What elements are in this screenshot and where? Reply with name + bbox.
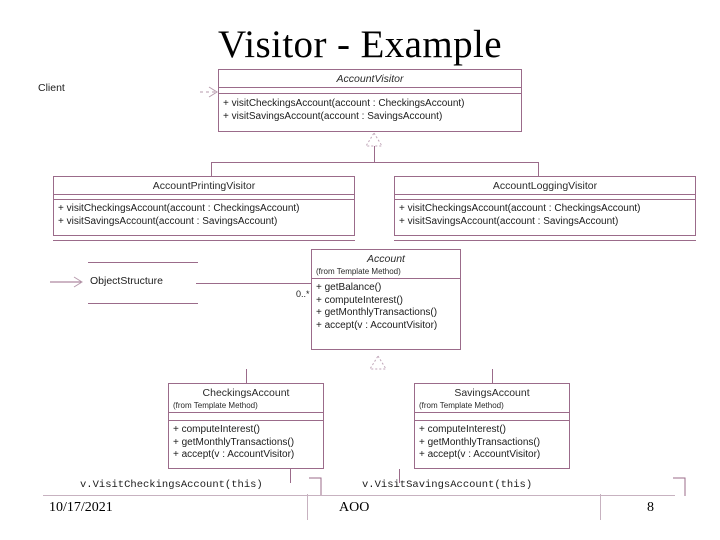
class-separator: [219, 93, 521, 94]
operations-account-logging-visitor: + visitCheckingsAccount(account : Checki…: [395, 200, 695, 230]
footer-date: 10/17/2021: [49, 500, 113, 515]
operation-item: + accept(v : AccountVisitor): [419, 449, 541, 460]
operation-item: + visitCheckingsAccount(account : Checki…: [223, 98, 465, 109]
generalization-drop-printing: [211, 162, 212, 177]
generalization-drop-savings: [492, 369, 493, 385]
operation-item: + getMonthlyTransactions(): [173, 436, 295, 448]
class-separator: [54, 199, 354, 200]
class-box-checkings-account[interactable]: CheckingsAccount (from Template Method) …: [168, 383, 324, 469]
object-structure-rule-bottom: [88, 303, 198, 304]
class-separator: [395, 194, 695, 195]
note-bracket-checkings: [308, 477, 324, 497]
footer-column-divider: [307, 494, 308, 520]
class-name-checkings-account: CheckingsAccount: [202, 387, 290, 399]
class-name-account-logging-visitor: AccountLoggingVisitor: [492, 180, 598, 192]
class-separator: [169, 412, 323, 413]
class-stereotype-account: (from Template Method): [316, 267, 401, 276]
class-stereotype-savings-account: (from Template Method): [419, 401, 504, 410]
note-checkings-dispatch: v.VisitCheckingsAccount(this): [80, 479, 263, 491]
association-objectstructure-account: [196, 283, 316, 284]
object-structure-rule-top: [88, 262, 198, 263]
class-separator: [415, 412, 569, 413]
footer-center-label: AOO: [339, 500, 370, 515]
operation-item: + getMonthlyTransactions(): [316, 307, 438, 318]
object-structure-label: ObjectStructure: [90, 275, 163, 287]
operation-item: + accept(v : AccountVisitor): [173, 449, 295, 460]
class-stereotype-checkings-account: (from Template Method): [173, 401, 258, 410]
operation-item: + visitSavingsAccount(account : SavingsA…: [223, 111, 443, 122]
generalization-stem-visitor: [374, 146, 375, 162]
client-label: Client: [38, 82, 65, 94]
class-name-account-printing-visitor: AccountPrintingVisitor: [152, 180, 256, 192]
note-anchor-checkings: [290, 469, 291, 483]
operations-checkings-account: + computeInterest() + getMonthlyTransact…: [169, 421, 323, 464]
client-dependency-arrow: [200, 84, 224, 100]
operation-item: + getBalance(): [316, 282, 382, 293]
class-separator: [219, 87, 521, 88]
operation-item: + computeInterest(): [419, 424, 506, 435]
object-structure-dependency-arrow: [50, 275, 90, 289]
association-multiplicity: 0..*: [296, 289, 310, 299]
class-box-account-visitor[interactable]: AccountVisitor + visitCheckingsAccount(a…: [218, 69, 522, 132]
operations-account-printing-visitor: + visitCheckingsAccount(account : Checki…: [54, 200, 354, 230]
generalization-bus-visitor: [211, 162, 538, 163]
class-name-account: Account: [367, 253, 405, 265]
class-box-account[interactable]: Account (from Template Method) + getBala…: [311, 249, 461, 350]
operation-item: + visitSavingsAccount(account : SavingsA…: [399, 215, 619, 227]
operations-account-visitor: + visitCheckingsAccount(account : Checki…: [219, 94, 521, 125]
note-bracket-savings: [672, 477, 688, 497]
underline-printing-visitor: [53, 240, 355, 241]
operation-item: + visitSavingsAccount(account : SavingsA…: [58, 215, 278, 227]
class-name-savings-account: SavingsAccount: [454, 387, 530, 399]
operation-item: + visitCheckingsAccount(account : Checki…: [58, 203, 300, 214]
class-box-account-printing-visitor[interactable]: AccountPrintingVisitor + visitCheckingsA…: [53, 176, 355, 236]
operations-account: + getBalance() + computeInterest() + get…: [312, 279, 460, 334]
object-structure-node[interactable]: ObjectStructure: [88, 262, 198, 304]
class-box-account-logging-visitor[interactable]: AccountLoggingVisitor + visitCheckingsAc…: [394, 176, 696, 236]
operation-item: + computeInterest(): [173, 424, 260, 435]
class-separator: [312, 278, 460, 279]
class-separator: [169, 420, 323, 421]
underline-logging-visitor: [394, 240, 696, 241]
generalization-drop-checkings: [246, 369, 247, 385]
operation-item: + getMonthlyTransactions(): [419, 436, 541, 448]
page-title: Visitor - Example: [218, 23, 502, 66]
class-separator: [395, 199, 695, 200]
note-savings-dispatch: v.VisitSavingsAccount(this): [362, 479, 533, 491]
operations-savings-account: + computeInterest() + getMonthlyTransact…: [415, 421, 569, 464]
operation-item: + accept(v : AccountVisitor): [316, 319, 438, 331]
class-box-savings-account[interactable]: SavingsAccount (from Template Method) + …: [414, 383, 570, 469]
note-anchor-savings: [399, 469, 400, 483]
operation-item: + visitCheckingsAccount(account : Checki…: [399, 203, 641, 214]
footer-divider-rule: [43, 495, 675, 496]
footer-column-divider: [600, 494, 601, 520]
footer-page-number: 8: [647, 500, 654, 515]
operation-item: + computeInterest(): [316, 294, 403, 306]
class-separator: [415, 420, 569, 421]
class-separator: [54, 194, 354, 195]
class-name-account-visitor: AccountVisitor: [336, 73, 404, 85]
generalization-drop-logging: [538, 162, 539, 177]
